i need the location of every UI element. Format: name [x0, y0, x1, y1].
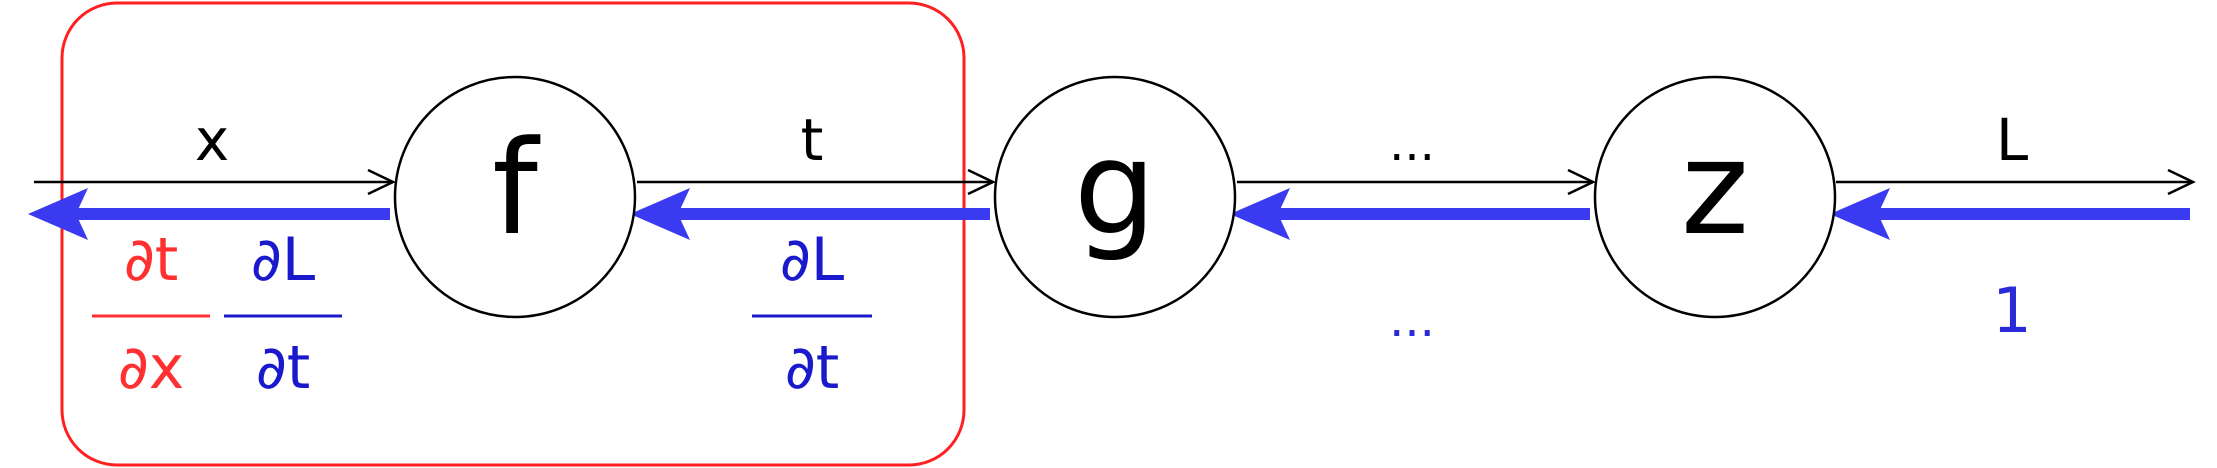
- backward-edge-L: [1865, 208, 2190, 220]
- gradient-label-dots: ...: [1389, 292, 1435, 348]
- backward-arrowhead-L: [1830, 188, 1890, 240]
- local-gradient-denominator: ∂x: [118, 333, 185, 403]
- upstream-gradient-denominator: ∂t: [256, 333, 311, 403]
- g-gradient-denominator: ∂t: [785, 333, 840, 403]
- node-g: g: [993, 75, 1237, 319]
- node-f: f: [393, 75, 637, 319]
- node-f-label: f: [492, 112, 541, 264]
- backward-edge-dots: [1265, 208, 1590, 220]
- g-gradient-fraction: ∂L ∂t: [752, 225, 872, 403]
- node-g-label: g: [1074, 112, 1157, 264]
- forward-edges: [34, 168, 2196, 196]
- backward-arrowhead-t: [630, 188, 690, 240]
- forward-arrowhead-t: [967, 168, 996, 196]
- forward-arrowhead-dots: [1567, 168, 1596, 196]
- backward-arrowhead-x: [28, 188, 88, 240]
- node-z-label: z: [1681, 112, 1749, 264]
- forward-arrowhead-L: [2167, 168, 2196, 196]
- backward-edge-x: [65, 208, 390, 220]
- node-f-highlight-box: [60, 1, 966, 467]
- backward-arrowhead-dots: [1230, 188, 1290, 240]
- upstream-gradient-fraction: ∂L ∂t: [224, 225, 342, 403]
- g-gradient-numerator: ∂L: [780, 225, 845, 295]
- upstream-gradient-numerator: ∂L: [251, 225, 316, 295]
- local-gradient-fraction: ∂t ∂x: [92, 225, 210, 403]
- forward-label-t: t: [801, 106, 824, 174]
- node-f-circle: [393, 75, 637, 319]
- forward-label-L: L: [1996, 106, 2028, 174]
- node-g-circle: [993, 75, 1237, 319]
- backward-edge-t: [665, 208, 990, 220]
- backward-edges: [28, 188, 2190, 240]
- node-z-circle: [1593, 75, 1837, 319]
- node-z: z: [1593, 75, 1837, 319]
- forward-arrowhead-x: [367, 168, 396, 196]
- forward-label-dots: ...: [1389, 116, 1435, 172]
- local-gradient-numerator: ∂t: [124, 225, 179, 295]
- forward-label-x: x: [195, 106, 229, 174]
- seed-gradient-label: 1: [1992, 274, 2031, 347]
